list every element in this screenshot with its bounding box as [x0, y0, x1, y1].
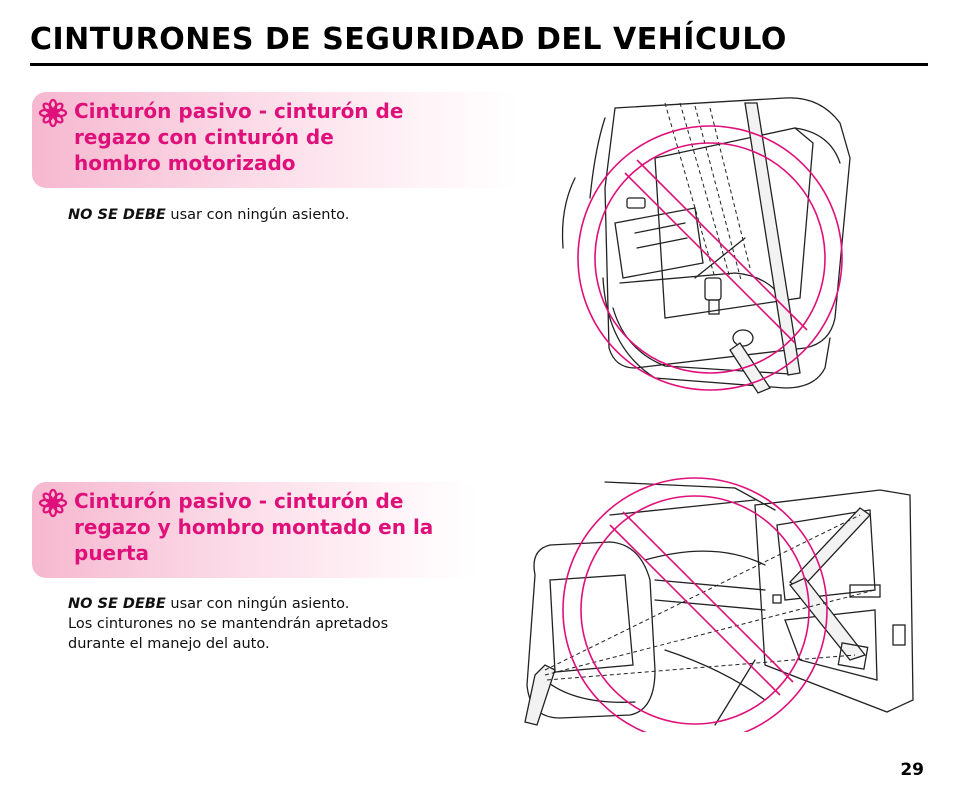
- motorized-belt-seat-illustration: [561, 97, 851, 394]
- section-title: Cinturón pasivo - cinturón de regazo y h…: [74, 489, 434, 565]
- prohibition-icon: [577, 125, 843, 391]
- section-body-text: NO SE DEBE usar con ningún asiento. Los …: [68, 596, 389, 652]
- door-mounted-belt-seat-illustration: [524, 477, 914, 732]
- page-number: 29: [900, 760, 924, 780]
- section-header-motorized-belt: Cinturón pasivo - cinturón de regazo con…: [32, 92, 520, 188]
- section-header-door-mounted-belt: Cinturón pasivo - cinturón de regazo y h…: [32, 482, 478, 578]
- section-body-text: NO SE DEBE usar con ningún asiento.: [68, 207, 350, 223]
- flower-bullet-icon: [38, 488, 68, 518]
- warning-label: NO SE DEBE: [68, 596, 166, 612]
- section-title: Cinturón pasivo - cinturón de regazo con…: [74, 99, 404, 175]
- page-title: CINTURONES DE SEGURIDAD DEL VEHÍCULO: [30, 22, 787, 57]
- title-divider: [30, 63, 928, 66]
- warning-label: NO SE DEBE: [68, 207, 166, 223]
- prohibition-icon: [562, 477, 828, 732]
- flower-bullet-icon: [38, 98, 68, 128]
